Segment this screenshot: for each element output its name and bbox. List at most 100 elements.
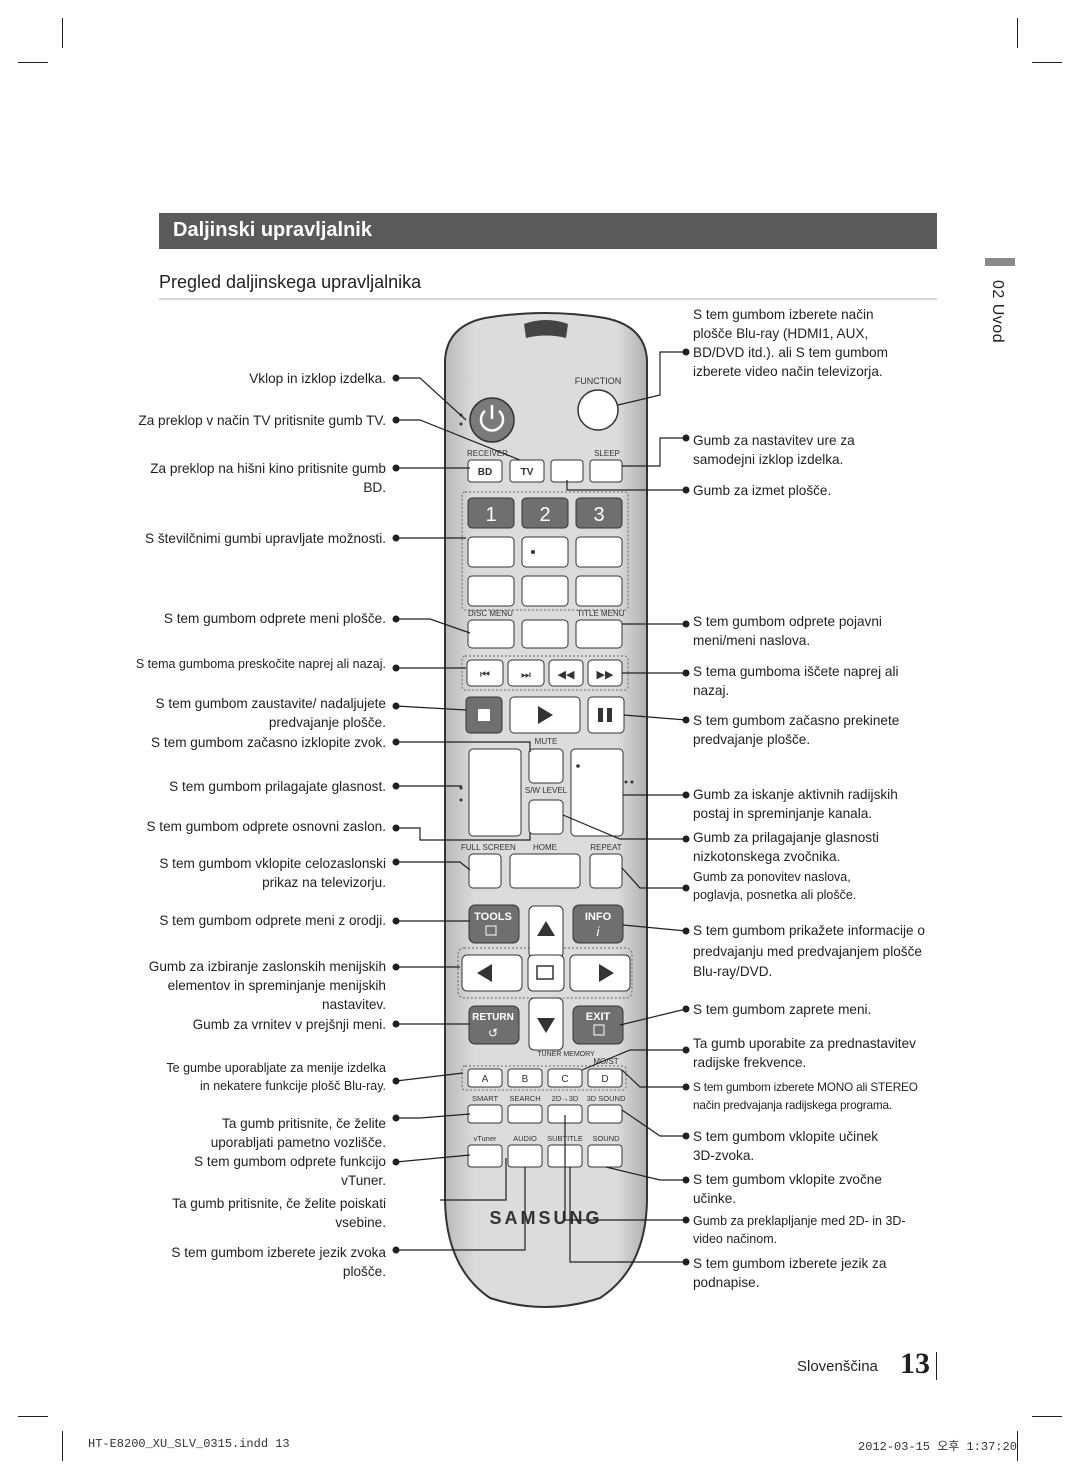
d-label: D xyxy=(601,1074,608,1085)
left-leader-dots xyxy=(392,374,400,1254)
3dsound-label: 3D SOUND xyxy=(587,1094,626,1103)
mute-label: MUTE xyxy=(535,737,558,746)
sw-level-button xyxy=(528,799,564,835)
label-eject: Gumb za izmet plošče. xyxy=(693,483,832,498)
sw-level-label: S/W LEVEL xyxy=(525,786,568,795)
title-menu-label: TITLE MENU xyxy=(577,609,625,618)
num-3-button xyxy=(575,497,623,529)
transport-area xyxy=(461,655,629,691)
label-search-scan: S tema gumboma iščete naprej ali nazaj. xyxy=(693,664,899,698)
search-button xyxy=(507,1104,543,1124)
page-subtitle: Pregled daljinskega upravljalnika xyxy=(159,272,422,292)
label-navigation: Gumb za izbiranje zaslonskih menijskih e… xyxy=(148,959,386,1012)
label-sw-level: Gumb za prilagajanje glasnosti nizkotons… xyxy=(693,830,879,864)
ir-window xyxy=(524,320,568,338)
label-3d-sound: S tem gumbom vklopite učinek 3D-zvoka. xyxy=(693,1129,879,1163)
num-1-button xyxy=(467,497,515,529)
skip-forward-button xyxy=(507,659,545,687)
return-button xyxy=(468,1005,520,1045)
svg-text:▶▶: ▶▶ xyxy=(597,669,614,681)
tuner-memory-label: TUNER MEMORY xyxy=(537,1051,595,1058)
info-label: INFO xyxy=(585,911,612,923)
label-sleep: Gumb za nastavitev ure za samodejni izkl… xyxy=(693,433,855,467)
label-mo-st: S tem gumbom izberete MONO ali STEREO na… xyxy=(693,1080,918,1112)
tools-label: TOOLS xyxy=(474,911,512,923)
function-button xyxy=(577,389,619,431)
num-7-button xyxy=(467,575,515,607)
footer-language: Slovenščina xyxy=(797,1358,878,1375)
eject-button xyxy=(550,459,584,483)
svg-text:⏭: ⏭ xyxy=(521,669,531,681)
label-numbers: S številčnimi gumbi upravljate možnosti. xyxy=(144,531,386,546)
search-label: SEARCH xyxy=(509,1094,540,1103)
a-label: A xyxy=(482,1074,489,1085)
enter-button xyxy=(527,954,565,992)
receiver-label: RECEIVER xyxy=(467,449,508,458)
num-4-button xyxy=(467,536,515,568)
footer-divider xyxy=(936,1352,937,1380)
num-5-button xyxy=(521,536,569,568)
mute-button xyxy=(528,748,564,784)
section-header: Daljinski upravljalnik xyxy=(159,213,937,249)
crop-mark xyxy=(18,62,48,63)
info-button xyxy=(572,904,624,944)
c-label: C xyxy=(561,1074,568,1085)
num-2-label: 2 xyxy=(539,504,550,526)
disc-menu-label: DISC MENU xyxy=(468,609,513,618)
home-button xyxy=(509,853,581,889)
right-leaders xyxy=(562,351,687,1263)
num-1-label: 1 xyxy=(485,504,496,526)
rewind-button xyxy=(548,659,584,687)
label-vtuner: S tem gumbom odprete funkcijo vTuner. xyxy=(194,1154,386,1188)
tv-button xyxy=(509,459,545,483)
function-label: FUNCTION xyxy=(575,376,622,386)
label-sound: S tem gumbom vklopite zvočne učinke. xyxy=(693,1172,882,1206)
volume-rocker xyxy=(468,748,522,837)
bd-label: BD xyxy=(478,467,492,478)
3dsound-button xyxy=(587,1104,623,1124)
return-label: RETURN xyxy=(472,1012,514,1023)
crop-mark xyxy=(62,1431,63,1461)
label-search: Ta gumb pritisnite, če želite poiskati v… xyxy=(172,1196,386,1230)
label-exit: S tem gumbom zaprete meni. xyxy=(693,1002,872,1017)
crop-mark xyxy=(1017,1431,1018,1461)
right-leader-dots xyxy=(682,348,690,1266)
label-pause: S tem gumbom začasno prekinete predvajan… xyxy=(693,713,900,747)
left-leaders xyxy=(395,377,531,1251)
num-3-label: 3 xyxy=(593,504,604,526)
slug-file: HT-E8200_XU_SLV_0315.indd 13 xyxy=(88,1437,290,1451)
color-buttons-area xyxy=(461,1065,627,1091)
skip-back-button xyxy=(466,659,504,687)
crop-mark xyxy=(1032,1416,1062,1417)
label-tuner-memory: Ta gumb uporabite za prednastavitev radi… xyxy=(693,1036,916,1070)
svg-text:↺: ↺ xyxy=(488,1026,498,1040)
label-stop: S tem gumbom zaustavite/ nadaljujete pre… xyxy=(155,696,386,730)
label-repeat: Gumb za ponovitev naslova, poglavja, pos… xyxy=(693,870,857,902)
a-button xyxy=(467,1068,503,1088)
num-6-button xyxy=(575,536,623,568)
subtitle-rule xyxy=(159,298,937,300)
label-smart: Ta gumb pritisnite, če želite uporabljat… xyxy=(210,1116,386,1150)
crop-mark xyxy=(62,18,63,48)
exit-label: EXIT xyxy=(586,1011,611,1023)
tuning-rocker xyxy=(570,748,624,837)
pause-button xyxy=(587,696,625,734)
smart-button xyxy=(467,1104,503,1124)
audio-label: AUDIO xyxy=(513,1134,537,1143)
label-subtitle: S tem gumbom izberete jezik za podnapise… xyxy=(693,1256,887,1290)
label-info: S tem gumbom prikažete informacije o pre… xyxy=(693,923,925,979)
label-skip: S tema gumboma preskočite naprej ali naz… xyxy=(135,657,386,671)
label-2d3d: Gumb za preklapljanje med 2D- in 3D-vide… xyxy=(693,1214,906,1246)
smart-label: SMART xyxy=(472,1094,499,1103)
sleep-button xyxy=(589,459,623,483)
label-mute: S tem gumbom začasno izklopite zvok. xyxy=(151,735,386,750)
label-home: S tem gumbom odprete osnovni zaslon. xyxy=(146,819,386,834)
crop-mark xyxy=(1032,62,1062,63)
vtuner-label: vTuner xyxy=(473,1134,497,1143)
b-label: B xyxy=(522,1074,529,1085)
vtuner-button xyxy=(467,1144,503,1168)
svg-text:⏮: ⏮ xyxy=(480,669,490,681)
label-function: S tem gumbom izberete način plošče Blu-r… xyxy=(693,307,888,379)
